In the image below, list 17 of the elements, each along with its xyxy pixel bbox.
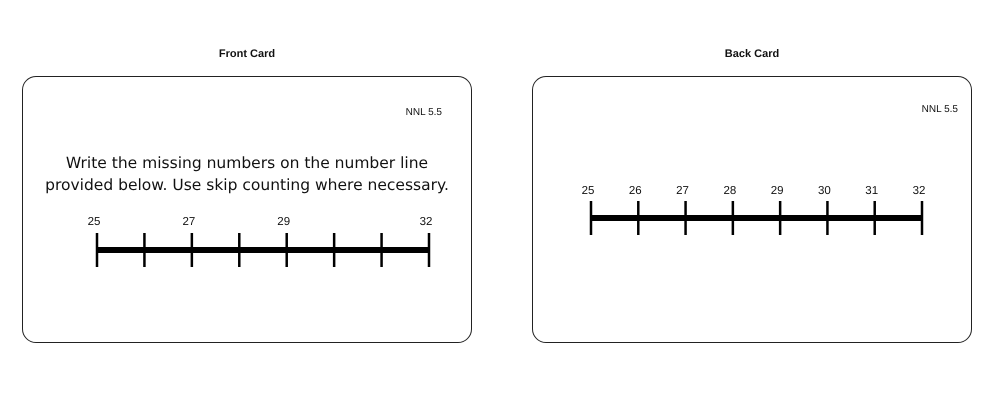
tick-label: 26 — [628, 185, 642, 197]
tick-label: 25 — [582, 185, 594, 197]
tick-label: 28 — [723, 185, 736, 197]
tick-label: 25 — [88, 216, 100, 228]
tick-label: 31 — [865, 185, 878, 197]
tick-label: 32 — [420, 216, 432, 228]
tick-label: 27 — [676, 185, 689, 197]
card-heading: Front Card — [218, 48, 276, 60]
tick-label: 27 — [182, 216, 196, 228]
tick-label: 32 — [912, 185, 926, 197]
instruction-text: Write the missing numbers on the number line provided below. Use skip counting where necessary. — [44, 153, 450, 196]
tick-label: 29 — [277, 216, 290, 228]
tick-label: 30 — [818, 185, 831, 197]
card-code: NNL 5.5 — [406, 107, 442, 118]
card-code: NNL 5.5 — [922, 104, 958, 115]
tick-label: 29 — [770, 185, 784, 197]
card-heading: Back Card — [724, 48, 780, 60]
